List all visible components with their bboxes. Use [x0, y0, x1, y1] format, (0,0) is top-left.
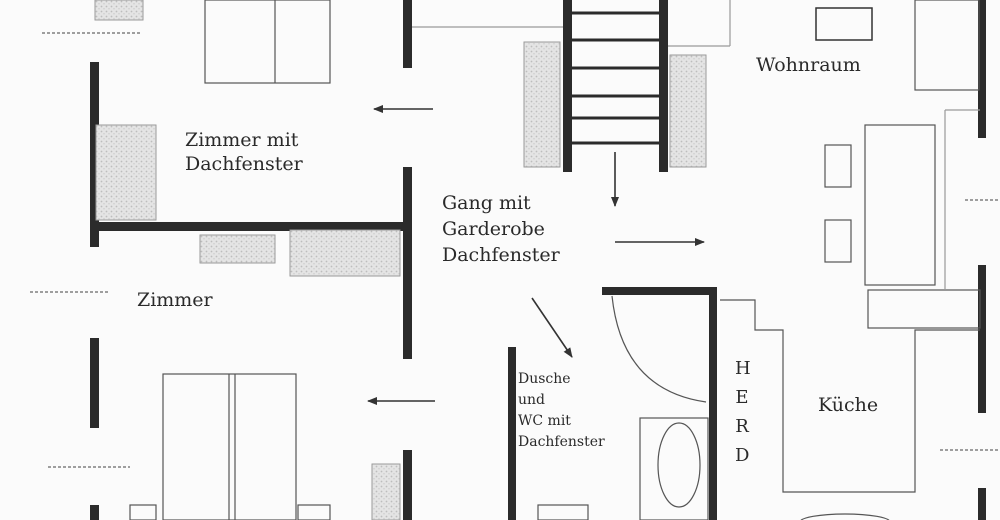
label-line: Zimmer mit [185, 129, 299, 151]
wall-center-lower [403, 450, 412, 520]
dashed-edges [30, 32, 1000, 468]
label-line: Dusche [518, 371, 571, 387]
label-zimmer-dachfenster: Zimmer mit Dachfenster [185, 128, 303, 176]
wall-bath-top [602, 287, 716, 295]
label-line: Dachfenster [518, 434, 605, 450]
dining-table [864, 124, 936, 286]
label-line: WC mit [518, 413, 571, 429]
furniture-blocks [94, 0, 707, 520]
wall-left-bottom [90, 505, 99, 520]
table-wohnraum [815, 7, 873, 41]
label-line: Dachfenster [442, 244, 560, 266]
herd-letter: D [735, 445, 750, 466]
label-herd: H E R D [735, 354, 751, 470]
label-gang: Gang mit Garderobe Dachfenster [442, 190, 560, 268]
wall-center [403, 167, 412, 359]
label-kueche: Küche [818, 394, 879, 416]
label-line: und [518, 392, 545, 408]
wall-left-lower [90, 338, 99, 428]
label-line: Dachfenster [185, 153, 303, 175]
arrow-to-bath [531, 297, 573, 358]
wall-zimmer-divider [92, 222, 410, 231]
label-zimmer: Zimmer [137, 289, 213, 311]
wall-right-upper [978, 0, 986, 138]
wall-bath-right [709, 287, 717, 520]
herd-letter: R [735, 416, 749, 437]
herd-letter: E [735, 387, 749, 408]
wall-bath-left [508, 347, 516, 520]
wall-left-upper [90, 62, 99, 247]
herd-letter: H [735, 358, 751, 379]
label-line: Garderobe [442, 218, 545, 240]
door-swing [611, 295, 707, 403]
fixtures [129, 0, 981, 520]
label-dusche-wc: Dusche und WC mit Dachfenster [518, 369, 605, 453]
label-line: Gang mit [442, 192, 531, 214]
shower-basin [657, 422, 701, 508]
label-wohnraum: Wohnraum [756, 54, 861, 76]
direction-arrows [367, 105, 705, 405]
walls [90, 0, 986, 520]
wall-upper-center [403, 0, 412, 68]
wall-right-lower [978, 488, 986, 520]
wall-right-mid [978, 265, 986, 413]
wardrobe-top [204, 0, 331, 84]
staircase [563, 0, 668, 172]
